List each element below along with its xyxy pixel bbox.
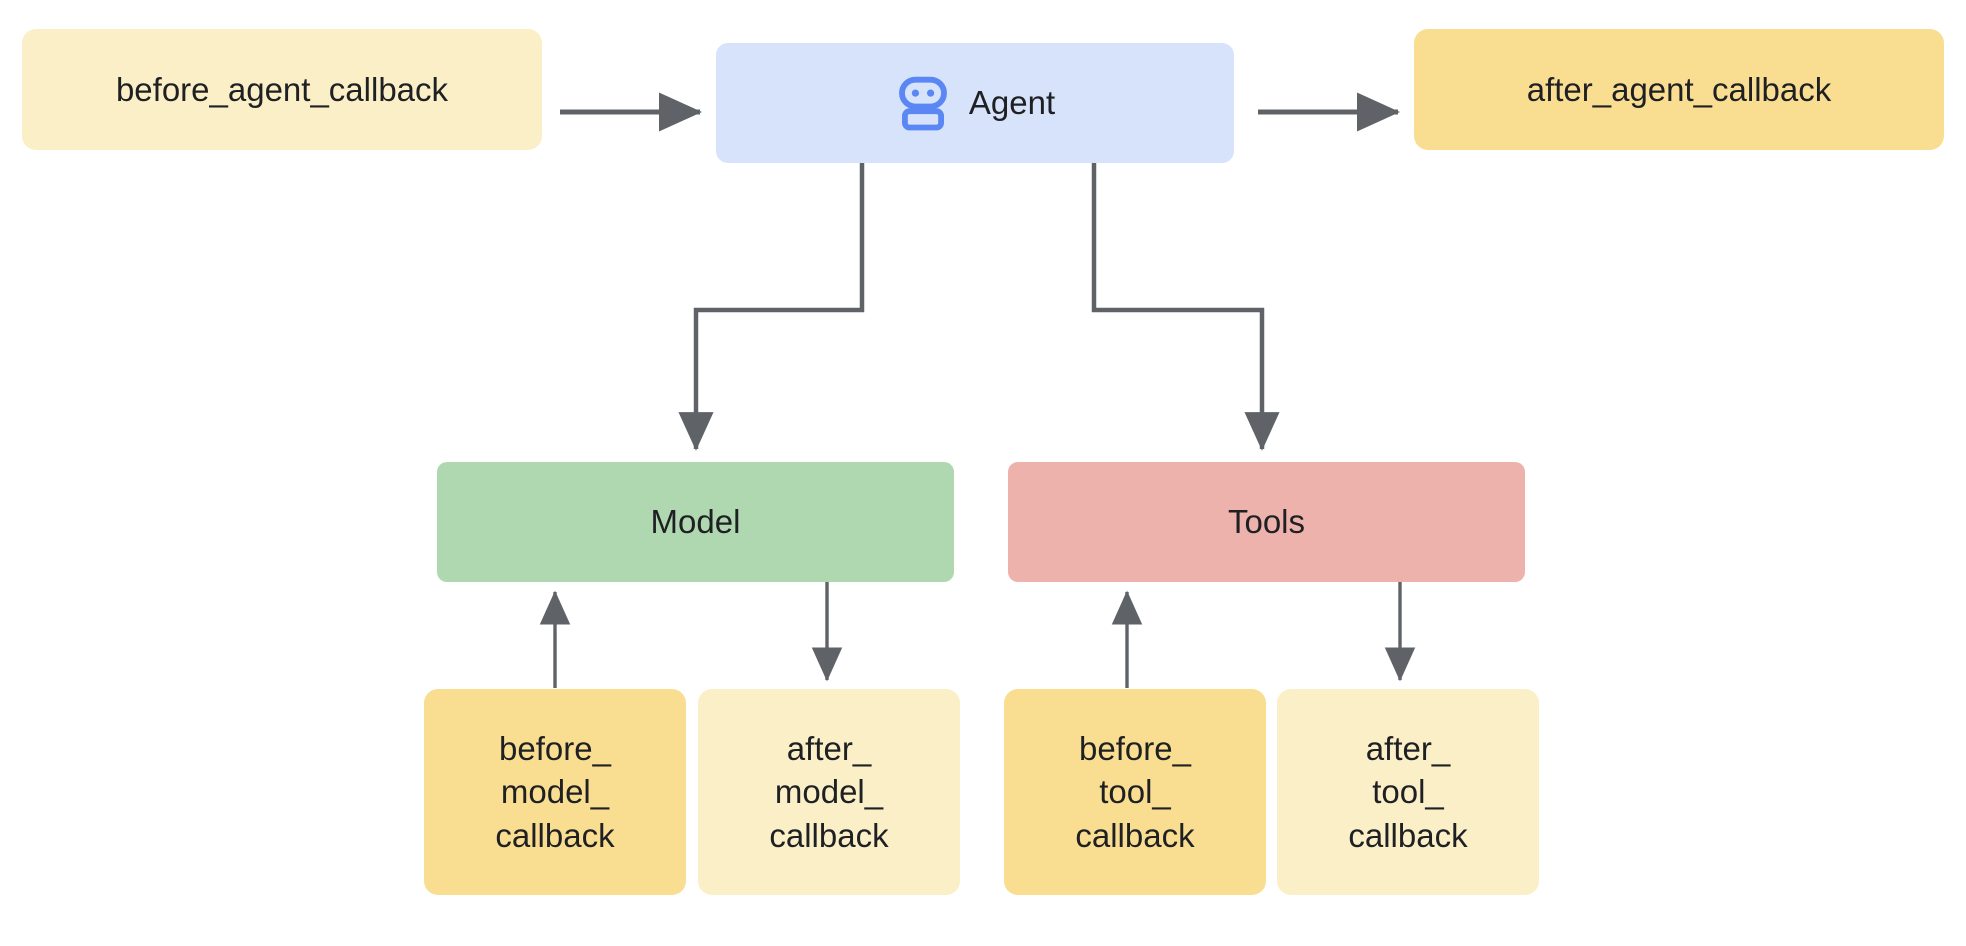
node-model[interactable]: Model — [437, 462, 954, 582]
node-after-agent-callback-label: after_agent_callback — [1526, 70, 1832, 108]
edge-agent-to-model — [678, 163, 865, 451]
node-after-tool-callback[interactable]: after_ tool_ callback — [1277, 689, 1539, 895]
node-agent-label: Agent — [968, 84, 1056, 122]
node-agent[interactable]: Agent — [716, 43, 1234, 163]
node-after-tool-callback-label: after_ tool_ callback — [1348, 729, 1468, 854]
node-after-model-callback[interactable]: after_ model_ callback — [698, 689, 960, 895]
node-before-agent-callback-label: before_agent_callback — [115, 70, 449, 108]
node-before-model-callback[interactable]: before_ model_ callback — [424, 689, 686, 895]
node-before-agent-callback[interactable]: before_agent_callback — [22, 29, 542, 150]
robot-icon — [898, 76, 947, 131]
node-before-model-callback-label: before_ model_ callback — [495, 729, 615, 854]
node-before-tool-callback-label: before_ tool_ callback — [1075, 729, 1195, 854]
edge-agent-to-tools — [1091, 163, 1280, 451]
node-model-label: Model — [650, 503, 741, 541]
node-after-model-callback-label: after_ model_ callback — [769, 729, 889, 854]
node-tools-label: Tools — [1227, 503, 1306, 541]
node-tools[interactable]: Tools — [1008, 462, 1525, 582]
node-before-tool-callback[interactable]: before_ tool_ callback — [1004, 689, 1266, 895]
node-after-agent-callback[interactable]: after_agent_callback — [1414, 29, 1944, 150]
agent-inner: Agent — [895, 75, 1055, 131]
